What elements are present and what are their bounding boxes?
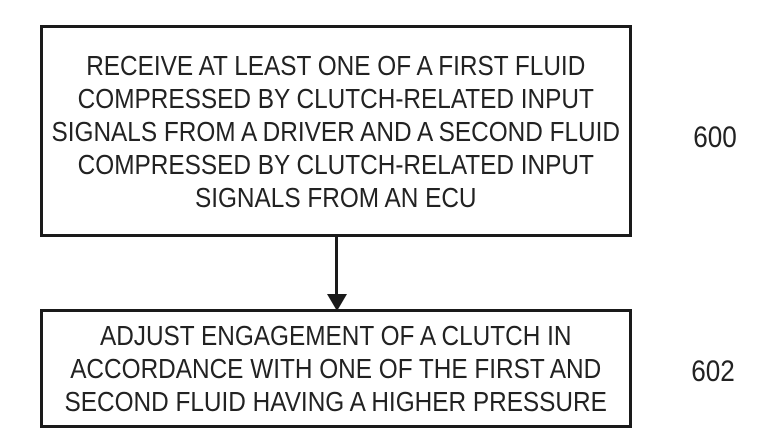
flow-arrow-shaft xyxy=(335,237,338,295)
arrow-down-icon xyxy=(327,294,347,311)
step-text-602: ADJUST ENGAGEMENT OF A CLUTCH IN ACCORDA… xyxy=(64,320,608,417)
step-box-602: ADJUST ENGAGEMENT OF A CLUTCH IN ACCORDA… xyxy=(40,309,632,428)
step-text-600: RECEIVE AT LEAST ONE OF A FIRST FLUID CO… xyxy=(51,49,621,213)
ref-label-602: 602 xyxy=(691,355,735,388)
ref-label-600: 600 xyxy=(693,121,737,154)
step-box-600: RECEIVE AT LEAST ONE OF A FIRST FLUID CO… xyxy=(40,25,632,237)
